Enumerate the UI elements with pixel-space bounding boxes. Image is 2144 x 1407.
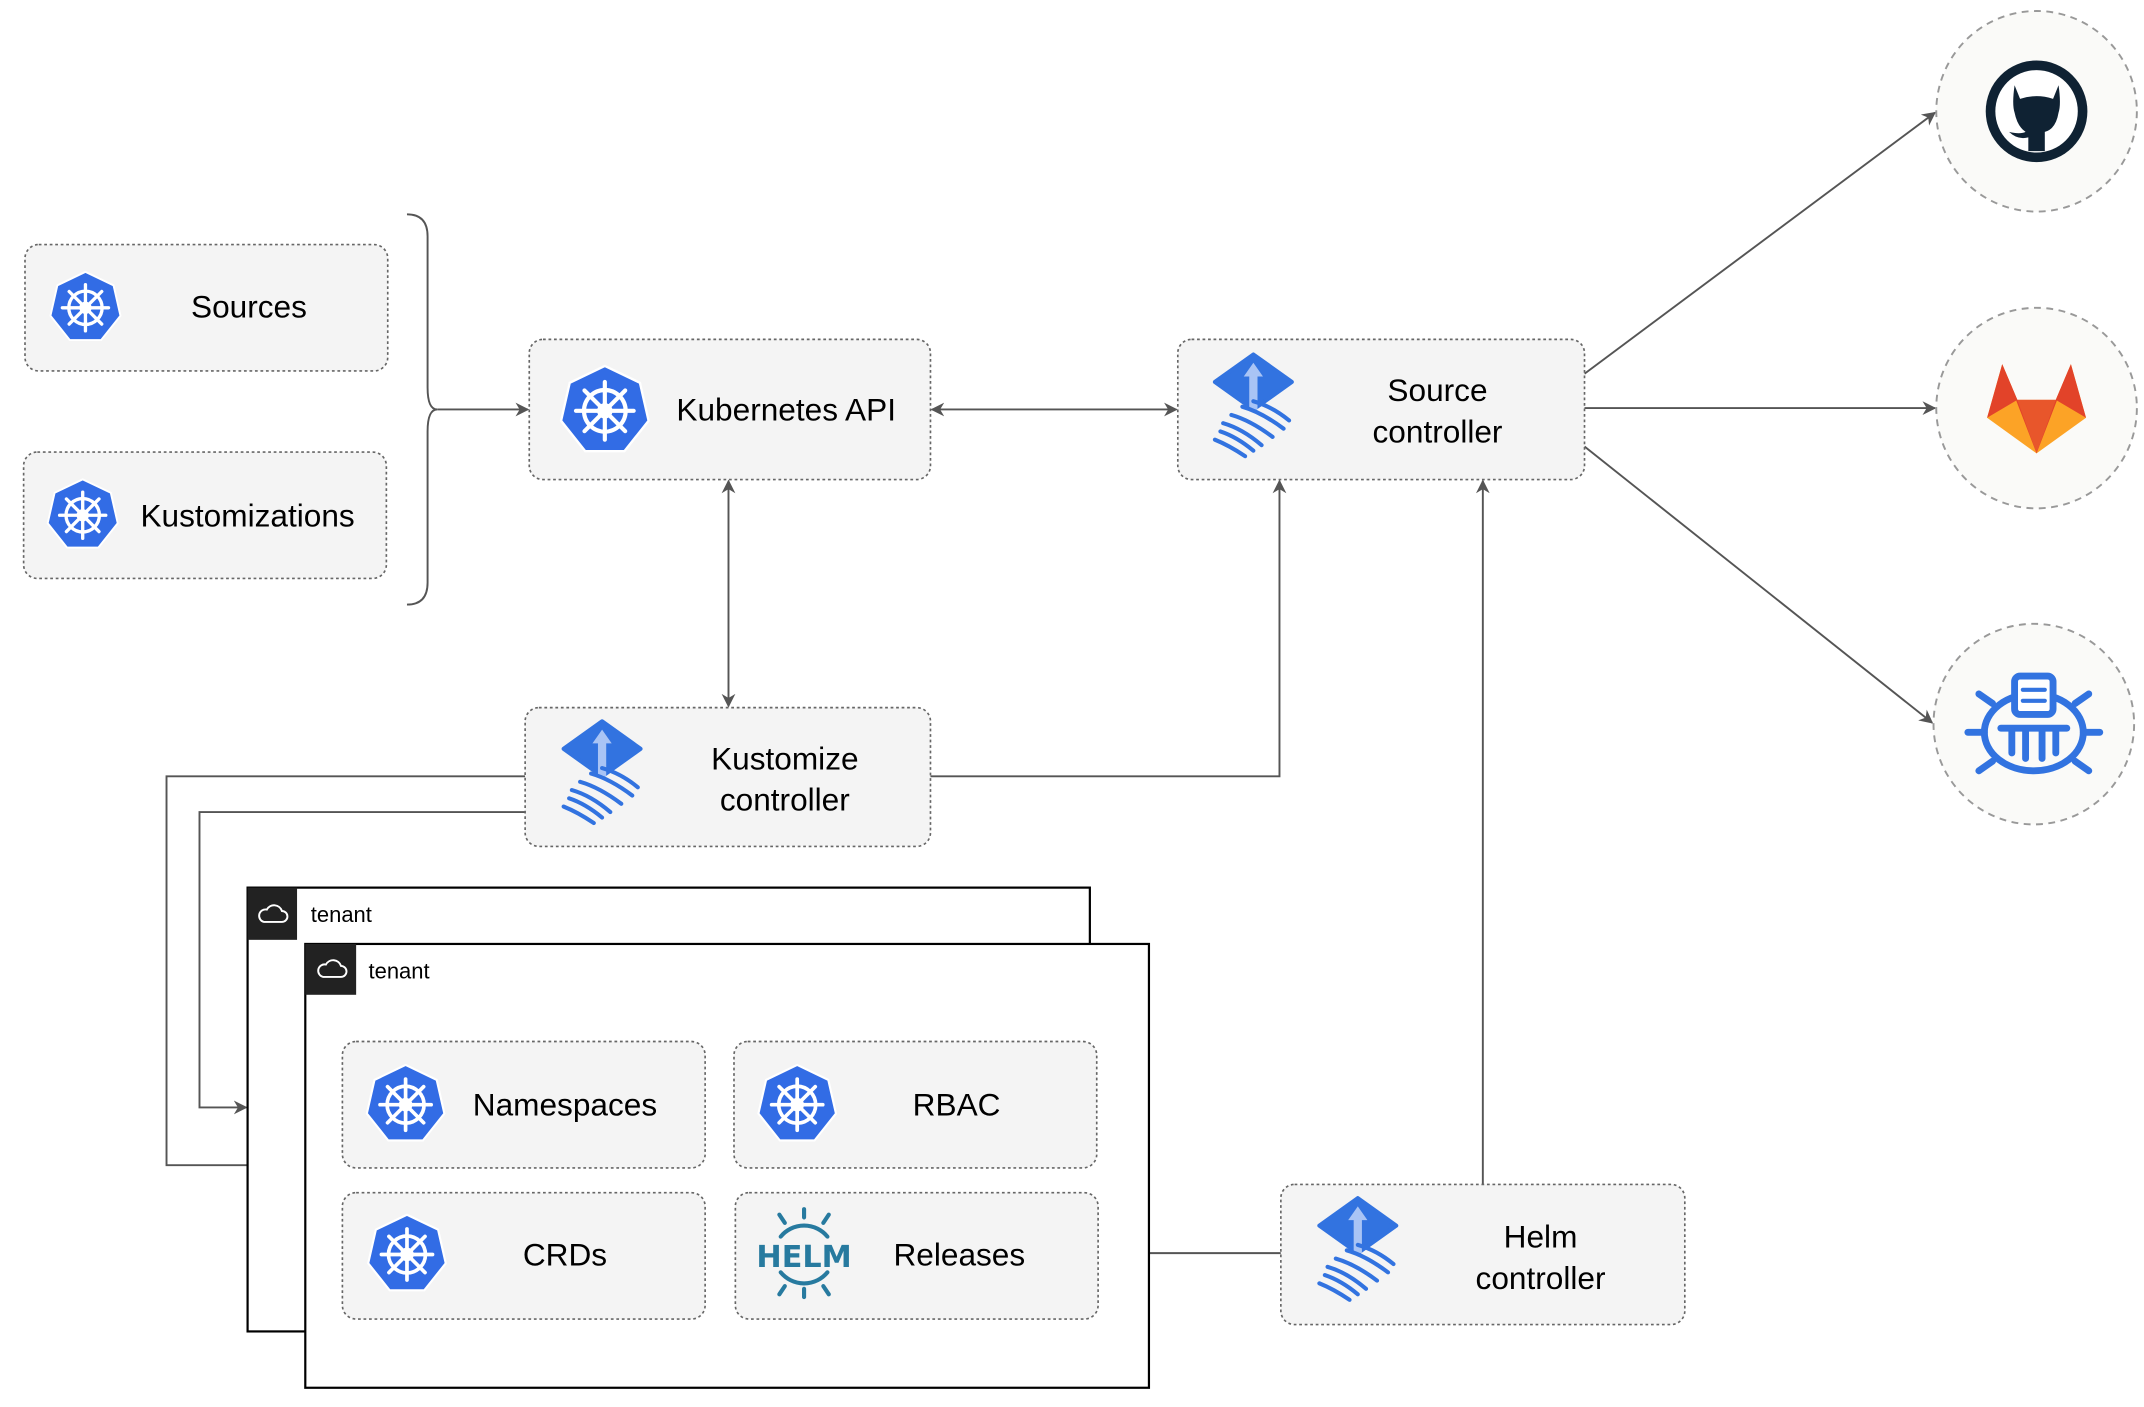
kustomize-controller-label-line1: Kustomize — [711, 740, 858, 776]
crds-node[interactable]: CRDs — [341, 1191, 706, 1320]
releases-label: Releases — [893, 1236, 1025, 1272]
tenant-header-badge — [247, 887, 298, 940]
github-icon — [1985, 60, 2088, 163]
github-source[interactable] — [1935, 10, 2138, 213]
rbac-label: RBAC — [913, 1087, 1001, 1123]
helm-repository-icon — [1964, 672, 2104, 775]
helm-icon: HELM — [756, 1207, 852, 1300]
namespaces-node[interactable]: Namespaces — [341, 1040, 706, 1169]
arrow-source-to-helm-repo — [1583, 445, 1934, 724]
tenant-label: tenant — [311, 902, 372, 927]
helm-controller-label-line2: controller — [1476, 1260, 1606, 1296]
arrow-source-to-github — [1583, 111, 1936, 375]
kustomize-controller-label-line2: controller — [720, 782, 850, 818]
kustomizations-label: Kustomizations — [140, 497, 354, 533]
namespaces-label: Namespaces — [473, 1087, 657, 1123]
tenant-front[interactable]: tenant Namespaces RBAC CRDs — [304, 942, 1151, 1389]
brace — [406, 213, 438, 606]
source-controller-label-line2: controller — [1373, 413, 1503, 449]
source-controller-node[interactable]: Source controller — [1176, 338, 1586, 481]
connectors — [165, 111, 1937, 1260]
tenant-label: tenant — [369, 958, 430, 983]
arrow-kustomize-to-source — [930, 479, 1287, 778]
releases-node[interactable]: HELM Releases — [734, 1191, 1099, 1320]
rbac-node[interactable]: RBAC — [733, 1040, 1098, 1169]
kustomize-controller-node[interactable]: Kustomize controller — [524, 706, 932, 848]
arrow-kustomize-to-tenant-front — [165, 775, 526, 1173]
arrow-kustomize-to-tenant-back — [198, 811, 526, 1115]
helm-controller-node[interactable]: Helm controller — [1280, 1183, 1686, 1326]
helm-repository-source[interactable] — [1932, 622, 2136, 826]
crds-label: CRDs — [523, 1236, 607, 1272]
kubernetes-api-label: Kubernetes API — [676, 391, 896, 427]
gitlab-source[interactable] — [1935, 306, 2138, 510]
sources-node[interactable]: Sources — [24, 243, 389, 372]
source-controller-label-line1: Source — [1387, 372, 1487, 408]
helm-logo-text: HELM — [756, 1240, 851, 1275]
kubernetes-api-node[interactable]: Kubernetes API — [528, 338, 932, 481]
kustomizations-node[interactable]: Kustomizations — [22, 451, 388, 580]
helm-controller-label-line1: Helm — [1504, 1219, 1578, 1255]
tenant-header-badge — [305, 943, 357, 995]
sources-label: Sources — [191, 288, 307, 324]
gitlab-icon — [1987, 364, 2087, 454]
